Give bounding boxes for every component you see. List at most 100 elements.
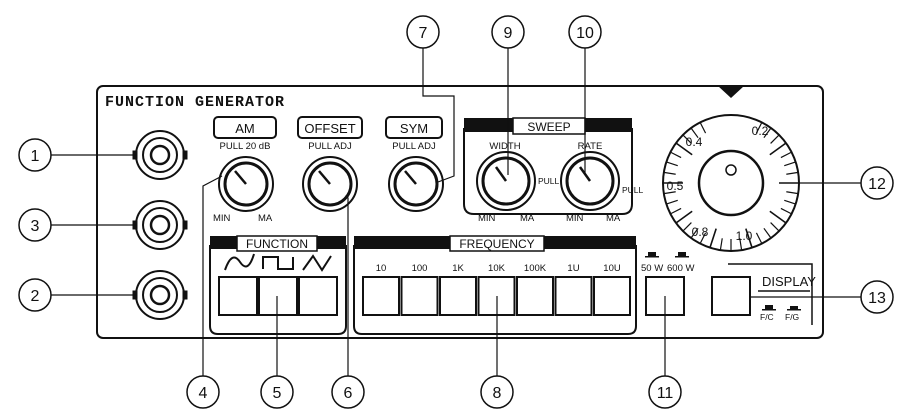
sweep-width-knob[interactable] [476,151,536,211]
sym-sub-label: PULL ADJ [392,141,436,152]
sine-wave-icon [224,253,255,271]
front-panel [96,85,824,339]
dial-tick [784,161,796,167]
callout-5: 5 [260,375,294,409]
am-label-box [213,116,277,139]
svg-text:3: 3 [31,218,40,235]
svg-text:5: 5 [273,385,282,402]
dial-tick [690,227,699,239]
frequency-range-label: 1K [452,263,464,274]
svg-text:9: 9 [504,25,513,42]
panel-title: FUNCTION GENERATOR [105,94,285,111]
svg-text:7: 7 [419,25,428,42]
function-button-square[interactable] [258,276,298,316]
svg-text:11: 11 [657,385,674,402]
callout-12: 12 [860,166,894,200]
offset-knob[interactable] [302,156,358,212]
frequency-range-label: 1U [567,263,579,274]
bnc-connector-2 [132,270,188,320]
display-button[interactable] [711,276,751,316]
dial-tick [682,222,692,232]
am-knob[interactable] [218,156,274,212]
frequency-range-button[interactable] [593,276,631,316]
impedance-low-label: 50 W [641,263,663,274]
svg-text:10: 10 [576,25,594,42]
am-sub-label: PULL 20 dB [220,141,271,152]
display-fg-base [787,309,801,311]
dial-tick [666,161,678,167]
dial-tick [770,222,780,232]
frequency-range-button[interactable] [362,276,400,316]
frequency-range-label: 100K [524,263,547,274]
dial-tick [739,238,743,251]
impedance-high-icon [678,252,686,256]
sweep-rate-pull-label: PULL [622,185,644,195]
sweep-rate-min-label: MIN [566,213,584,224]
svg-text:13: 13 [868,290,886,307]
dial-tick [663,171,676,175]
svg-text:8: 8 [493,385,502,402]
frequency-range-label: 100 [412,263,428,274]
callout-6: 6 [331,375,365,409]
sym-knob[interactable] [388,156,444,212]
frequency-range-label: 10U [603,263,621,274]
dial-tick [666,199,678,205]
display-frame [728,263,813,325]
dial-tick [780,151,792,159]
sweep-width-min-label: MIN [478,213,496,224]
dial-mark-0-4: 0.4 [686,135,703,149]
offset-label: OFFSET [304,121,355,136]
dial-mark-1-0: 1.0 [736,229,753,243]
frequency-range-button[interactable] [400,276,439,316]
bnc-connector-1 [132,130,188,180]
frequency-label: FREQUENCY [459,237,534,251]
dial-tick [670,151,682,159]
dial-tick [675,210,693,224]
offset-sub-label: PULL ADJ [308,141,352,152]
svg-text:2: 2 [31,288,40,305]
sweep-width-label: WIDTH [489,141,520,152]
callout-11: 11 [648,375,682,409]
callout-9: 9 [491,15,525,49]
dial-mark-0-5: 0.5 [667,179,684,193]
callout-3: 3 [18,208,52,242]
am-min-label: MIN [213,213,231,224]
callout-4: 4 [186,375,220,409]
dial-tick [699,232,707,244]
function-frame [209,245,347,335]
dial-tick [763,227,772,239]
frequency-range-button[interactable] [516,276,554,316]
impedance-low-base [645,256,659,258]
dial-ticks [663,122,799,251]
frequency-range-button[interactable] [554,276,593,316]
dial-tick [763,127,772,139]
function-button-sine[interactable] [218,276,258,316]
function-button-triangle[interactable] [298,276,338,316]
callout-2: 2 [18,278,52,312]
frequency-label-box [449,235,545,252]
dial-tick [784,199,796,205]
display-fc-label: F/C [760,312,774,322]
callout-10: 10 [568,15,602,49]
frequency-range-button[interactable] [439,276,477,316]
svg-text:6: 6 [344,385,353,402]
sweep-frame [463,128,633,215]
dial-mark-0-2: 0.2 [752,124,769,138]
display-fg-icon [790,306,798,309]
sweep-rate-max-label: MA [606,213,621,224]
impedance-high-base [675,256,689,258]
display-fc-base [762,309,776,311]
dial-tick [675,142,693,156]
frequency-dial[interactable] [662,114,800,252]
dial-tick [780,207,792,215]
dial-tick [769,142,787,156]
callout-7: 7 [406,15,440,49]
sweep-rate-knob[interactable] [560,151,620,211]
svg-text:4: 4 [199,385,208,402]
frequency-frame [353,245,637,335]
sweep-label: SWEEP [527,120,570,134]
callout-8: 8 [480,375,514,409]
triangle-wave-icon [302,254,332,272]
svg-text:1: 1 [31,148,40,165]
callout-13: 13 [860,280,894,314]
